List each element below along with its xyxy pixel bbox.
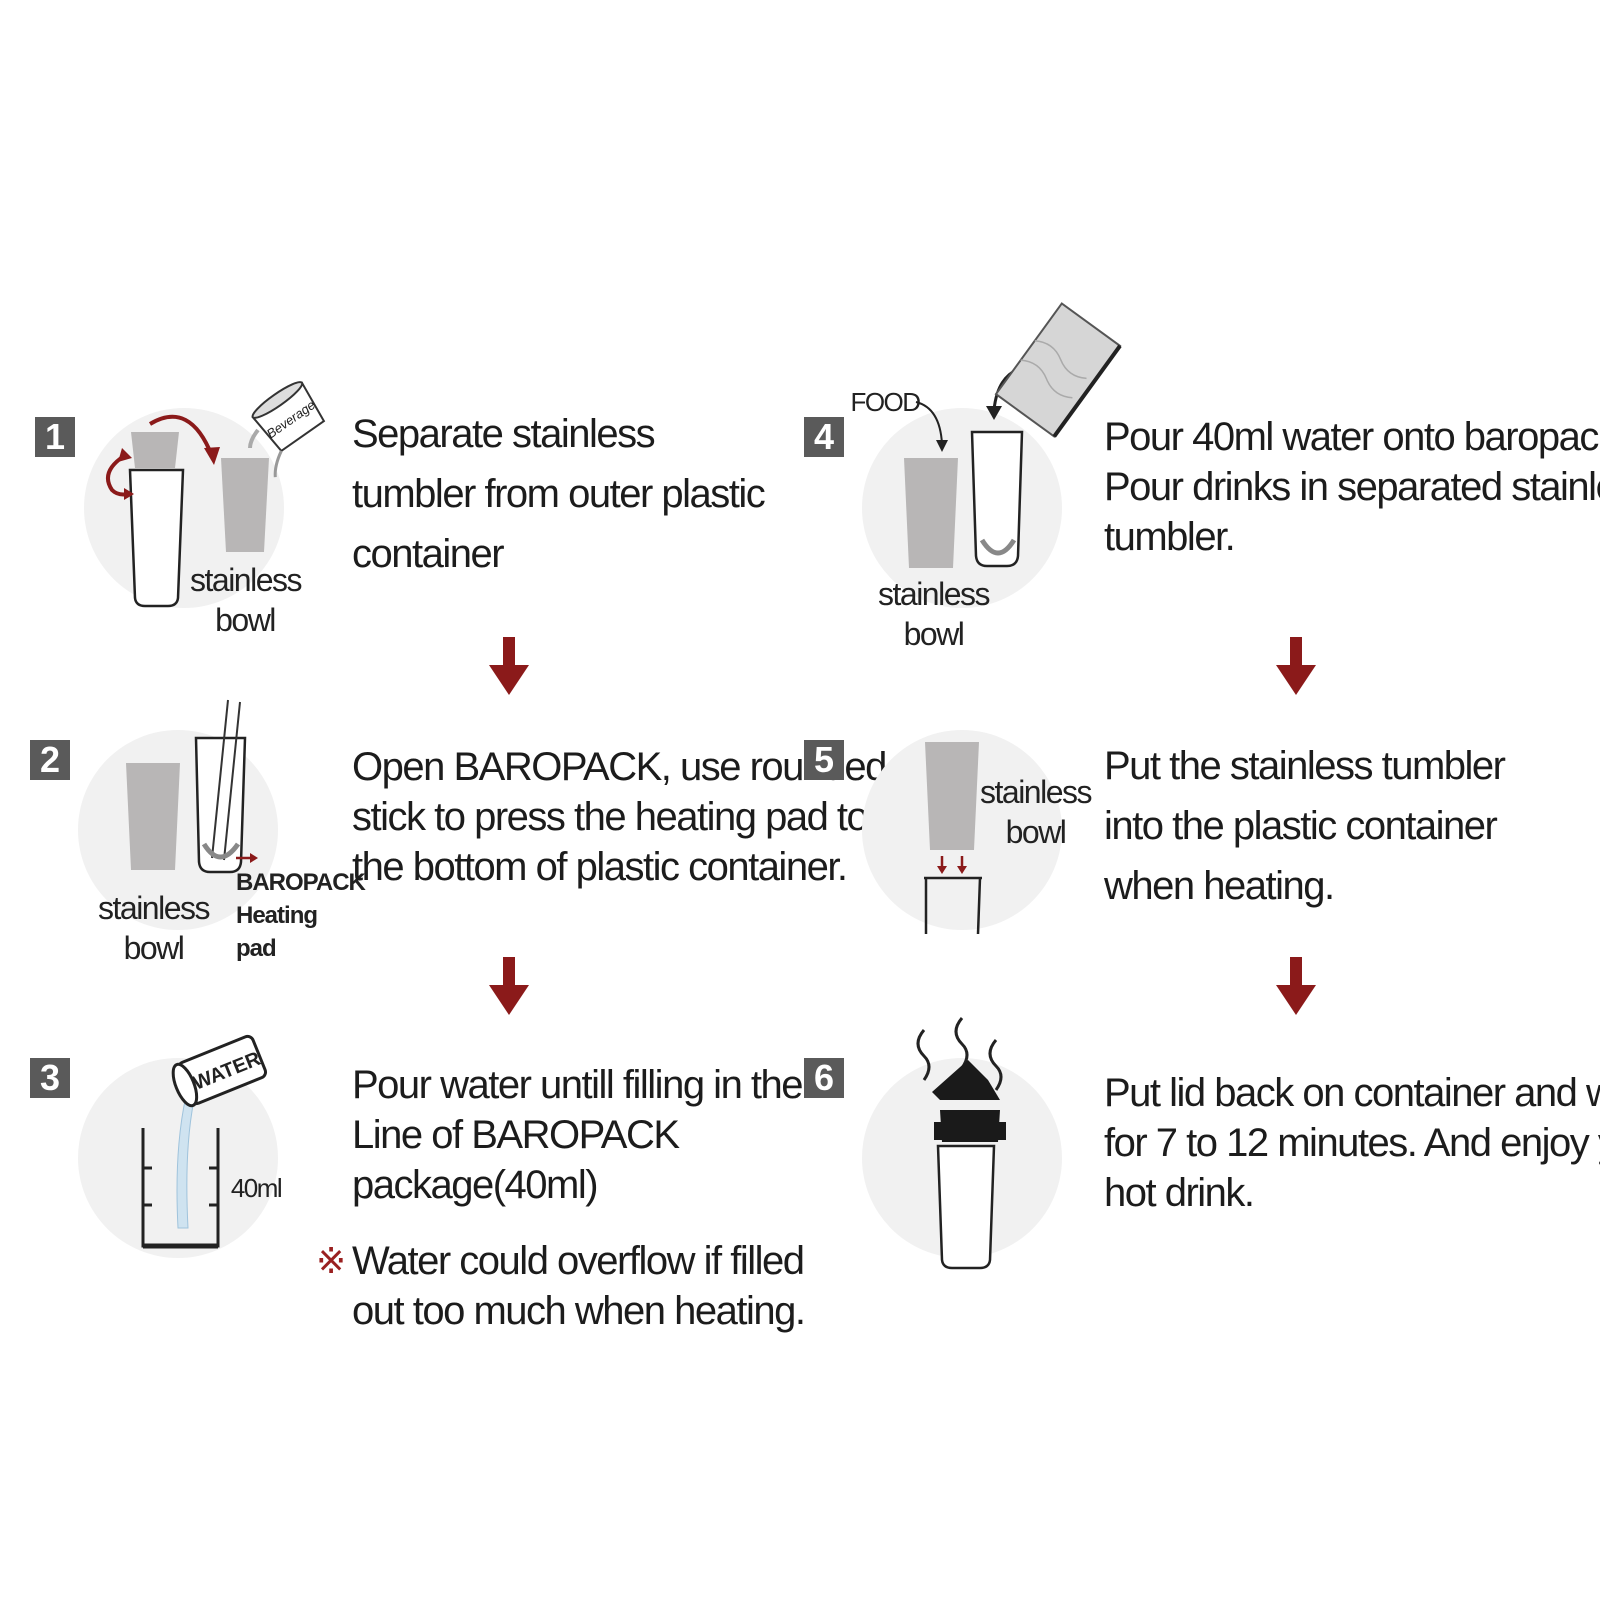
down-arrow-icon xyxy=(489,637,529,695)
stainless-tumbler-icon xyxy=(925,742,979,850)
step-6-instruction: Put lid back on container and wait for 7… xyxy=(1104,1071,1600,1215)
lid-icon xyxy=(932,1060,1006,1142)
stainless-bowl-icon xyxy=(221,458,269,552)
step-3-measure-label: 40ml xyxy=(230,1173,283,1203)
curved-arrow-icon xyxy=(148,414,214,457)
step-4-instruction: Pour 40ml water onto baropack Pour drink… xyxy=(1104,415,1600,559)
step-4-food-label: FOOD xyxy=(850,387,921,417)
step-4-badge: 4 xyxy=(804,417,844,457)
step-1-instruction: Separate stainless tumbler from outer pl… xyxy=(352,412,766,576)
step-4-illustration-bg xyxy=(862,408,1062,608)
plastic-container-icon xyxy=(924,876,982,935)
steam-icon xyxy=(916,1017,1003,1091)
step-3-badge: 3 xyxy=(30,1058,70,1098)
down-arrow-icon xyxy=(489,957,529,1015)
step-1-badge: 1 xyxy=(35,417,75,457)
stick-icon xyxy=(211,699,241,861)
step-5-badge: 5 xyxy=(804,740,844,780)
step-2-instruction: Open BAROPACK, use rounded stick to pres… xyxy=(352,745,887,889)
down-arrow-icon xyxy=(1276,637,1316,695)
heating-pad-icon xyxy=(201,842,241,860)
heating-pad-icon xyxy=(979,538,1017,556)
step-5-instruction: Put the stainless tumbler into the plast… xyxy=(1104,744,1506,908)
stainless-tumbler-icon xyxy=(131,432,179,468)
down-arrow-icon xyxy=(1276,957,1316,1015)
beverage-cup-icon: Beverage xyxy=(251,381,326,478)
water-bottle-icon: WATER xyxy=(171,1034,268,1108)
step-6-badge: 6 xyxy=(804,1058,844,1098)
plastic-container-icon xyxy=(970,430,1024,568)
stainless-bowl-icon xyxy=(126,763,180,870)
step-2-badge: 2 xyxy=(30,740,70,780)
rotate-arrow-icon xyxy=(106,454,129,497)
step-3-instruction: Pour water untill filling in the Line of… xyxy=(352,1063,804,1207)
water-stream-icon xyxy=(176,1095,195,1229)
plastic-container-icon xyxy=(128,468,185,608)
baropack-packet-icon xyxy=(994,302,1122,438)
stainless-bowl-icon xyxy=(904,458,958,568)
plastic-container-icon xyxy=(936,1144,996,1270)
warning-mark-icon: ※ xyxy=(316,1240,346,1281)
step-3-warning-note: Water could overflow if filled out too m… xyxy=(352,1239,806,1333)
